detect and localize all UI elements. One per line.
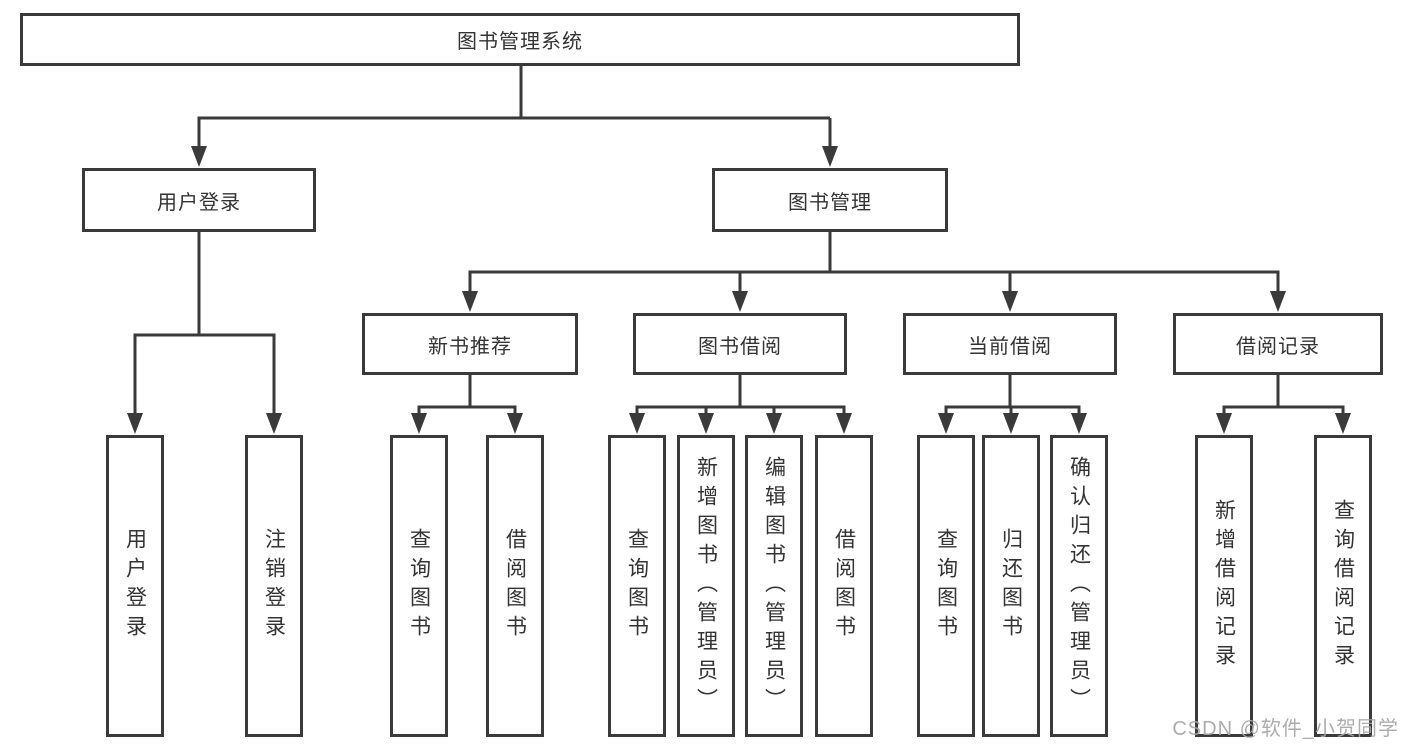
node-label: 借阅记录	[1236, 335, 1320, 358]
node-label: 注销登录	[262, 528, 286, 644]
node-label: 新增图书（管理员）	[694, 455, 718, 717]
leaf-user-login: 用户登录	[106, 435, 164, 737]
node-book-borrow: 图书借阅	[633, 313, 847, 375]
node-label: 图书管理	[788, 191, 872, 214]
node-label: 借阅图书	[832, 528, 856, 644]
node-label: 查询图书	[407, 528, 431, 644]
node-label: 查询借阅记录	[1331, 499, 1355, 673]
node-label: 归还图书	[999, 528, 1023, 644]
leaf-borrow-books-2: 借阅图书	[815, 435, 873, 737]
node-new-book-recommend: 新书推荐	[362, 313, 578, 375]
node-label: 当前借阅	[968, 335, 1052, 358]
csdn-watermark: CSDN @软件_小贺同学	[1172, 718, 1399, 740]
node-book-management: 图书管理	[712, 168, 948, 232]
leaf-query-borrow-record: 查询借阅记录	[1314, 435, 1372, 737]
node-user-login: 用户登录	[82, 168, 316, 232]
leaf-borrow-books-1: 借阅图书	[486, 435, 544, 737]
node-label: 用户登录	[157, 191, 241, 214]
leaf-query-books-1: 查询图书	[390, 435, 448, 737]
leaf-confirm-return-admin: 确认归还（管理员）	[1050, 435, 1108, 737]
node-label: 新增借阅记录	[1212, 499, 1236, 673]
node-label: 图书借阅	[698, 335, 782, 358]
node-label: 编辑图书（管理员）	[762, 455, 786, 717]
leaf-edit-books-admin: 编辑图书（管理员）	[745, 435, 803, 737]
leaf-query-books-2: 查询图书	[608, 435, 666, 737]
node-label: 确认归还（管理员）	[1067, 455, 1091, 717]
leaf-logout: 注销登录	[245, 435, 303, 737]
leaf-return-books: 归还图书	[982, 435, 1040, 737]
leaf-query-books-3: 查询图书	[917, 435, 975, 737]
node-label: 新书推荐	[428, 335, 512, 358]
node-label: 查询图书	[934, 528, 958, 644]
leaf-add-books-admin: 新增图书（管理员）	[677, 435, 735, 737]
node-label: 借阅图书	[503, 528, 527, 644]
node-current-borrow: 当前借阅	[903, 313, 1117, 375]
node-system-root: 图书管理系统	[20, 13, 1020, 66]
leaf-add-borrow-record: 新增借阅记录	[1195, 435, 1253, 737]
node-label: 查询图书	[625, 528, 649, 644]
node-label: 图书管理系统	[457, 31, 583, 53]
node-borrow-records: 借阅记录	[1173, 313, 1383, 375]
node-label: 用户登录	[123, 528, 147, 644]
